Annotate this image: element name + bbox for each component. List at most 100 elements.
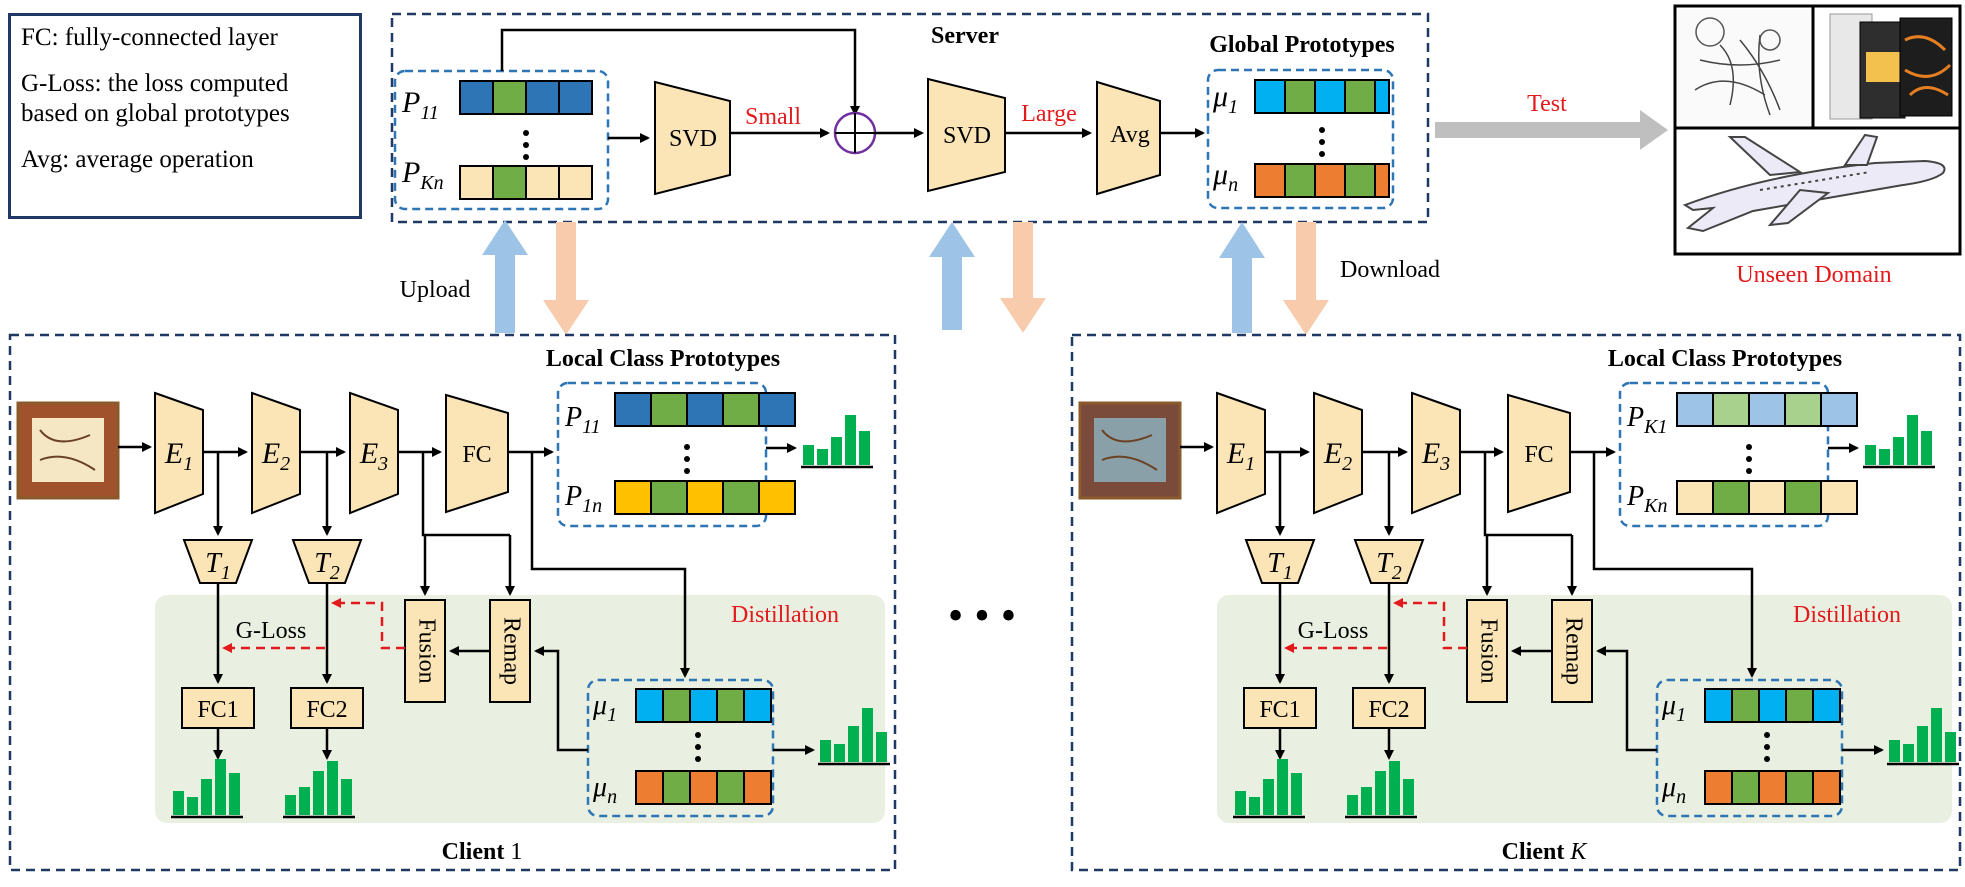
fc2-bars-bar — [341, 779, 352, 815]
global-mu-bottom-label: μn — [1212, 158, 1238, 196]
distill-output-bars-bar — [1903, 744, 1914, 762]
distill-mu-top-vector — [1704, 688, 1841, 723]
encoder-2 — [1313, 391, 1363, 515]
teacher-2 — [291, 539, 363, 584]
teacher-1 — [182, 539, 254, 584]
client-output-bars-bar — [859, 431, 870, 465]
client-output-bars-bar — [1921, 431, 1932, 465]
distill-output-bars-bar — [820, 740, 831, 762]
encoder-1-label: E1 — [164, 437, 193, 475]
legend-fc: FC: fully-connected layer — [21, 24, 278, 51]
client-output-bars-bar — [1879, 449, 1890, 465]
upload-arrow-client1 — [482, 220, 528, 333]
test-label: Test — [1527, 91, 1567, 117]
server-svd2-block — [927, 77, 1006, 193]
local-p-bottom-vector — [614, 480, 796, 515]
encoder-1-label: E1 — [1226, 437, 1255, 475]
distill-mu-top-label: μ1 — [592, 690, 617, 726]
server-add-icon — [833, 111, 877, 155]
fc1-bars-bar — [1291, 773, 1302, 815]
distill-mu-top-label: μ1 — [1661, 690, 1686, 726]
fc2-block — [1352, 687, 1426, 729]
unseen-domain-label: Unseen Domain — [1736, 262, 1891, 288]
local-prototype-group — [556, 381, 768, 528]
distill-mu-group — [1655, 678, 1844, 818]
client-input-image — [16, 401, 120, 500]
legend-gloss-line2: based on global prototypes — [21, 100, 290, 127]
distillation-label: Distillation — [1793, 602, 1901, 628]
fc-label: FC — [462, 442, 491, 468]
global-mu-top-vector — [1254, 79, 1390, 114]
fc1-bars — [171, 759, 243, 819]
server-p-top-label: P11 — [401, 86, 439, 124]
fc1-bars-bar — [187, 797, 198, 815]
global-mu-dots — [1319, 127, 1325, 157]
server-small-label: Small — [745, 104, 801, 130]
distillation-region — [1217, 595, 1952, 823]
test-arrow — [1435, 110, 1668, 150]
server-avg-block — [1096, 80, 1161, 196]
fc-to-mu-arrow — [1592, 452, 1757, 678]
g-loss-label: G-Loss — [1298, 618, 1369, 644]
fc-to-mu-arrow — [530, 452, 690, 678]
server-avg-label: Avg — [1110, 122, 1150, 148]
global-mu-top-label: μ1 — [1212, 80, 1238, 118]
client-output-bars — [1863, 415, 1935, 469]
distill-mu-dots — [695, 732, 701, 762]
distill-output-bars-bar — [1889, 740, 1900, 762]
distill-output-bars-bar — [1917, 726, 1928, 762]
fc1-label: FC1 — [1259, 697, 1300, 723]
server-global-prototypes-title: Global Prototypes — [1209, 32, 1395, 58]
g-loss-to-t2-arrow — [1393, 598, 1467, 650]
fusion-block — [404, 599, 446, 703]
encoder-1 — [1216, 391, 1266, 515]
server-svd1-block — [654, 80, 731, 196]
fc2-bars-bar — [1389, 761, 1400, 815]
server-large-label: Large — [1021, 101, 1077, 127]
fc1-block — [1243, 687, 1317, 729]
fc2-bars-bar — [313, 771, 324, 815]
fc1-bars-bar — [1263, 779, 1274, 815]
fc1-block — [181, 687, 255, 729]
fc2-bars-bar — [1361, 787, 1372, 815]
encoder-2-label: E2 — [1323, 437, 1352, 475]
book-covers-image — [1816, 9, 1958, 126]
local-p-top-vector — [1676, 392, 1858, 427]
fusion-label: Fusion — [1475, 618, 1501, 683]
client-output-bars-bar — [817, 449, 828, 465]
client-output-bars-bar — [845, 415, 856, 465]
fc1-bars-bar — [201, 779, 212, 815]
distill-mu-dots — [1764, 732, 1770, 762]
encoder-3-label: E3 — [359, 437, 388, 475]
client-output-bars-bar — [1893, 437, 1904, 465]
local-p-dots — [1746, 444, 1752, 474]
g-loss-label: G-Loss — [236, 618, 307, 644]
teacher-1 — [1244, 539, 1316, 584]
local-prototypes-title: Local Class Prototypes — [1608, 346, 1842, 372]
distillation-label: Distillation — [731, 602, 839, 628]
mu-to-remap-arrow — [1596, 646, 1657, 752]
encoder-1 — [154, 391, 204, 515]
legend-box: FC: fully-connected layer G-Loss: the lo… — [8, 13, 362, 219]
teacher-1-label: T1 — [1267, 548, 1293, 584]
download-arrow-client1 — [543, 222, 589, 335]
fc2-bars-bar — [1375, 771, 1386, 815]
fc1-bars-bar — [1249, 797, 1260, 815]
local-p-bottom-label: PKn — [1626, 481, 1667, 517]
fc1-bars — [1233, 759, 1305, 819]
remap-block — [1551, 599, 1593, 703]
teacher-2-label: T2 — [314, 548, 340, 584]
fc2-block — [290, 687, 364, 729]
e3-branch-line — [421, 452, 510, 537]
server-svd2-label: SVD — [943, 123, 991, 149]
sketch-image — [1678, 9, 1811, 126]
distill-output-bars-bar — [876, 732, 887, 762]
local-p-top-label: PK1 — [1626, 402, 1667, 438]
teacher-2 — [1353, 539, 1425, 584]
client-input-image — [1078, 401, 1182, 500]
upload-arrow-middle — [929, 222, 975, 330]
